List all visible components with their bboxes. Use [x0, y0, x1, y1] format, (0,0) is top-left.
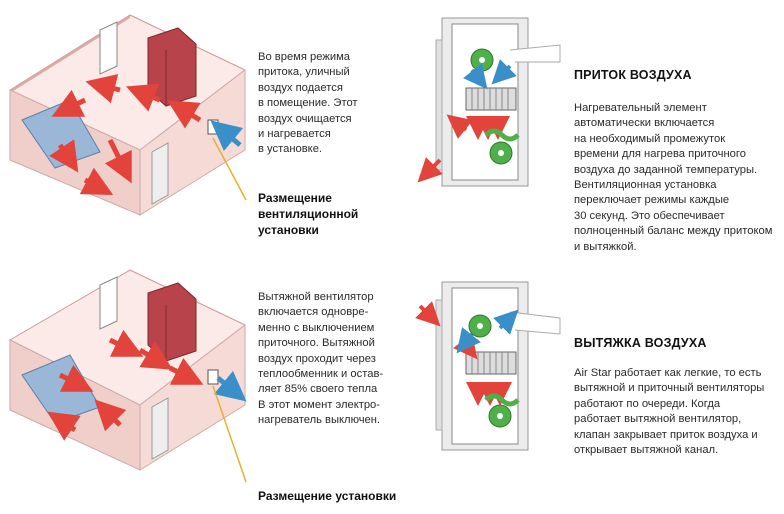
intake-arrows [463, 59, 517, 90]
exhaust-panel-title: ВЫТЯЖКА ВОЗДУХА [574, 336, 707, 350]
vent-unit [207, 369, 219, 385]
airflow-arrows [49, 74, 202, 196]
unit-detail-intake [417, 17, 561, 187]
outdoor-air-arrow [210, 120, 244, 152]
exhaust-description: Вытяжной вентилятор включается одновре- … [258, 291, 384, 427]
wardrobe [147, 282, 197, 362]
intake-panel-text: Нагревательный элемент автоматически вкл… [574, 102, 773, 253]
intake-placement-label: Размещение вентиляционной установки [258, 191, 359, 237]
exhaust-arrows [456, 309, 519, 354]
intake-panel-title: ПРИТОК ВОЗДУХА [574, 68, 692, 82]
exhaust-panel-text: Air Star работает как легкие, то есть вы… [574, 367, 765, 457]
airflow-arrows [47, 329, 204, 441]
wardrobe [147, 27, 197, 107]
room-intake [8, 14, 247, 216]
vent-unit [207, 119, 219, 135]
door [99, 276, 118, 330]
exhaust-air-arrow [213, 370, 247, 402]
leader-line [212, 137, 247, 201]
room-exhaust [8, 269, 247, 483]
intake-description: Во время режима притока, уличный воздух … [258, 51, 358, 156]
leader-line [212, 385, 247, 483]
glass-door [151, 142, 169, 205]
door [99, 21, 118, 75]
glass-door [151, 397, 169, 460]
airflow-arrows [417, 114, 510, 183]
unit-detail-exhaust [415, 281, 561, 451]
exhaust-placement-label: Размещение установки [258, 489, 397, 503]
